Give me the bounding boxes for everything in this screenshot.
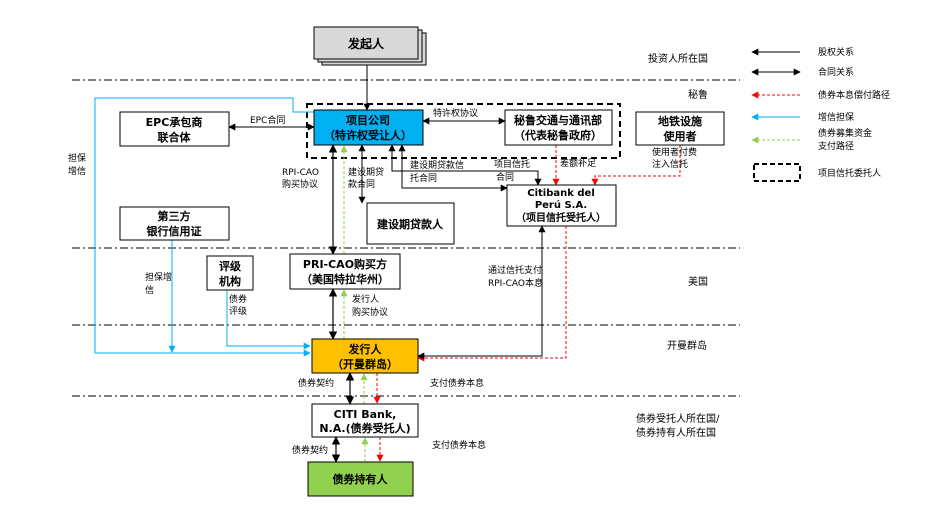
bondholders-label: 债券持有人 <box>333 472 389 486</box>
citibank-peru-label-2: Perú S.A. <box>535 199 587 211</box>
node-initiator: 发起人 <box>313 26 427 66</box>
label-rpi-cao-2: 购买协议 <box>282 178 318 190</box>
label-bond-rating-1: 债券 <box>229 293 247 305</box>
citibank-peru-label-3: （项目信托受托人） <box>516 211 606 224</box>
label-construction-loan-2: 款合同 <box>348 178 375 190</box>
citibank-peru-label-1: Citibank del <box>527 188 595 199</box>
metro-users-label-1: 地铁设施 <box>658 114 702 128</box>
label-issuer-purchase-1: 发行人 <box>352 293 379 305</box>
node-epc: EPC承包商 联合体 <box>119 111 230 147</box>
issuer-label-2: （开曼群岛） <box>332 357 398 371</box>
legend-contract: 合同关系 <box>818 66 854 78</box>
ministry-label-1: 秘鲁交通与通讯部 <box>514 113 602 127</box>
label-loan-trust-2: 托合同 <box>410 172 437 184</box>
label-issuer-purchase-2: 购买协议 <box>352 306 388 318</box>
label-construction-loan-1: 建设期贷 <box>348 166 384 178</box>
label-epc-contract: EPC合同 <box>250 114 285 126</box>
label-project-trust-2: 合同 <box>496 171 514 183</box>
label-trust-pay-1: 通过信托支付 <box>488 264 542 276</box>
pri-cao-buyer-label-2: （美国特拉华州） <box>301 272 389 286</box>
credit-project-issuer <box>94 97 314 357</box>
label-trust-pay-2: RPI-CAO本息 <box>488 277 543 289</box>
label-bond-rating-2: 评级 <box>229 305 247 317</box>
node-ministry: 秘鲁交通与通讯部 （代表秘鲁政府） <box>504 109 613 146</box>
region-investor-country: 投资人所在国 <box>648 52 708 65</box>
construction-lender-label: 建设期贷款人 <box>377 217 444 231</box>
rating-agency-label-2: 机构 <box>219 274 241 288</box>
region-trustee-holder-line2: 债券持有人所在国 <box>636 426 716 439</box>
legend-repayment: 债券本息偿付路径 <box>818 89 890 101</box>
citi-bank-na-label-1: CITI Bank, <box>334 408 397 421</box>
legend-trust-settlor: 项目信托委托人 <box>818 167 881 179</box>
pri-cao-buyer-label-1: PRI-CAO购买方 <box>303 257 387 271</box>
node-citi-bank-na: CITI Bank, N.A.(债券受托人) <box>311 403 419 438</box>
node-citibank-peru: Citibank del Perú S.A. （项目信托受托人） <box>506 184 617 227</box>
legend-equity: 股权关系 <box>818 46 854 58</box>
legend-fund-2: 支付路径 <box>818 140 854 152</box>
label-concession: 特许权协议 <box>433 107 478 119</box>
rating-agency-label-1: 评级 <box>219 259 242 273</box>
label-user-fee-1: 使用者付费 <box>652 146 697 158</box>
label-user-fee-2: 注入信托 <box>652 158 688 170</box>
credit-rating-issuer <box>226 290 311 350</box>
edge-labels: EPC合同 特许权协议 RPI-CAO 购买协议 建设期贷 款合同 建设期贷款信… <box>68 107 697 456</box>
legend-trust-box <box>753 163 801 182</box>
third-party-lc-label-2: 银行信用证 <box>147 224 202 238</box>
label-pay-bond-1: 支付债券本息 <box>430 377 484 389</box>
node-third-party-lc: 第三方 银行信用证 <box>119 206 230 241</box>
label-guarantee-mid-2: 信 <box>145 284 154 296</box>
node-construction-lender: 建设期贷款人 <box>366 202 455 245</box>
region-cayman: 开曼群岛 <box>667 339 707 352</box>
label-bond-contract-2: 债券契约 <box>292 444 328 456</box>
node-project-company: 项目公司 （特许权受让人） <box>313 109 424 146</box>
region-separators <box>72 79 740 397</box>
label-guarantee-left-2: 增信 <box>68 165 86 177</box>
issuer-label-1: 发行人 <box>348 342 383 356</box>
node-pri-cao-buyer: PRI-CAO购买方 （美国特拉华州） <box>289 253 401 290</box>
label-project-trust-1: 项目信托 <box>494 158 530 170</box>
label-pay-bond-2: 支付债券本息 <box>432 439 486 451</box>
repay-citiperu-issuer <box>417 226 567 362</box>
node-issuer: 发行人 （开曼群岛） <box>311 338 419 374</box>
project-company-label-1: 项目公司 <box>346 114 390 127</box>
node-metro-users: 地铁设施 使用者 <box>635 111 725 146</box>
legend-fund-1: 债券募集资金 <box>818 127 872 139</box>
epc-label-2: 联合体 <box>158 130 192 144</box>
ministry-label-2: （代表秘鲁政府） <box>514 128 602 142</box>
project-company-label-2: （特许权受让人） <box>324 128 412 142</box>
label-guarantee-left-1: 担保 <box>68 152 86 164</box>
third-party-lc-label-1: 第三方 <box>158 209 191 223</box>
region-trustee-holder-line1: 债券受托人所在国/ <box>636 412 720 425</box>
label-guarantee-mid-1: 担保增 <box>145 271 172 283</box>
legend: 股权关系 合同关系 债券本息偿付路径 增信担保 债券募集资金 支付路径 项目信托… <box>751 46 890 182</box>
initiator-label: 发起人 <box>347 36 385 51</box>
label-loan-trust-1: 建设期贷款信 <box>410 159 464 171</box>
contract-citiperu-issuer <box>417 225 546 360</box>
region-peru: 秘鲁 <box>688 88 708 101</box>
legend-credit: 增信担保 <box>818 111 854 123</box>
contract-project-citiperu-trust <box>388 144 542 186</box>
node-bondholders: 债券持有人 <box>307 461 414 497</box>
epc-label-1: EPC承包商 <box>146 115 203 129</box>
label-rpi-cao-1: RPI-CAO <box>282 168 319 178</box>
label-bond-contract-1: 债券契约 <box>298 377 334 389</box>
node-rating-agency: 评级 机构 <box>206 255 254 291</box>
citi-bank-na-label-2: N.A.(债券受托人) <box>319 421 410 435</box>
label-shortfall: 差额补足 <box>560 157 596 169</box>
metro-users-label-2: 使用者 <box>663 129 697 143</box>
region-usa: 美国 <box>688 275 708 288</box>
repay-users-citiperu <box>591 145 681 186</box>
